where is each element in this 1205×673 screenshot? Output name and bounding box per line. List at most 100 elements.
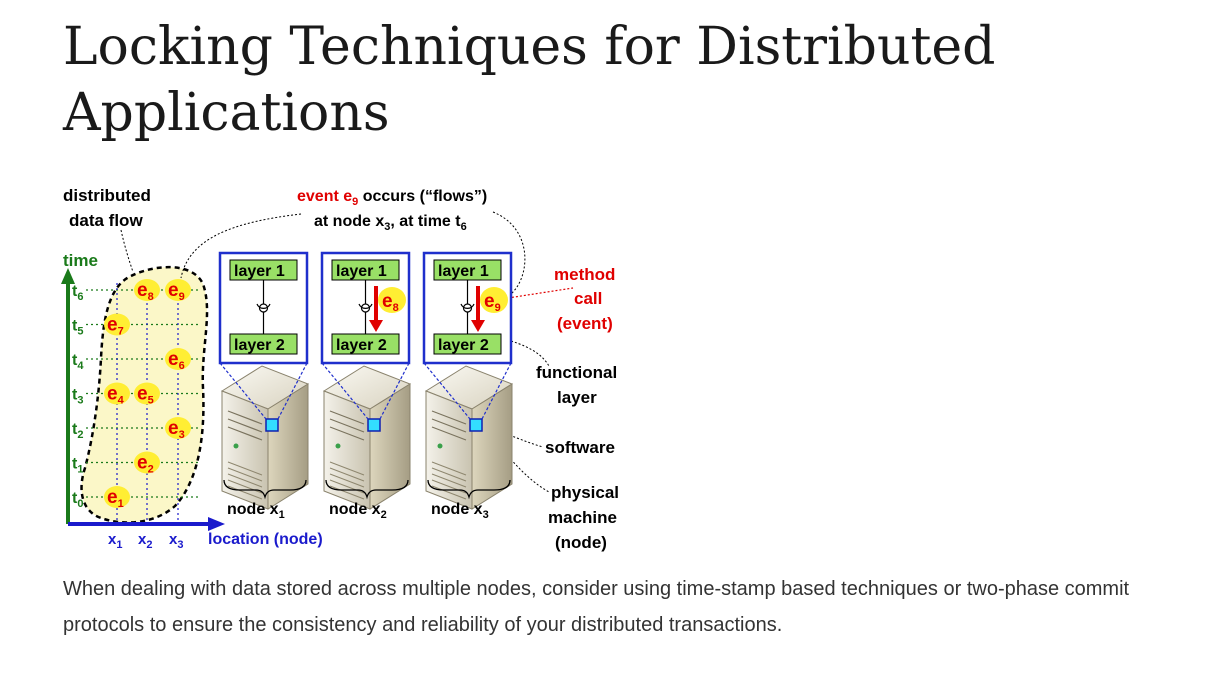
time-tick-label: t5 [72, 318, 83, 338]
drive-bay-line [227, 418, 263, 433]
layer-2-label: layer 2 [336, 337, 387, 354]
event-highlight [165, 348, 191, 370]
layer-1-label: layer 1 [234, 263, 285, 280]
node-event-highlight [480, 287, 508, 313]
node-label: node x3 [431, 501, 489, 521]
zoom-line-left [321, 362, 369, 420]
page-title: Locking Techniques for Distributed Appli… [63, 17, 996, 143]
drive-bay-line [227, 426, 263, 441]
node-brace [325, 479, 409, 500]
distributed-leader [120, 229, 134, 273]
vent-line [329, 467, 365, 482]
method-call-leader [507, 287, 574, 299]
event-location-label: at node x3, at time t6 [314, 213, 467, 233]
zoom-line-left [219, 362, 267, 420]
event-highlight [104, 486, 130, 508]
node-paren-label: (node) [555, 533, 607, 552]
functional-leader [510, 340, 550, 367]
method-call-label: method [554, 265, 615, 284]
location-axis-label: location (node) [208, 531, 323, 548]
time-tick-label: t3 [72, 387, 83, 407]
interface-socket [358, 303, 373, 309]
node-label: node x2 [329, 501, 387, 521]
vent-line [227, 479, 263, 494]
zoom-line-right [481, 362, 512, 420]
event-label: e6 [168, 349, 185, 372]
node-event-label: e9 [484, 291, 501, 314]
time-tick-label: t4 [72, 352, 84, 372]
vent-line [329, 461, 365, 476]
layer-2-label: layer 2 [438, 337, 489, 354]
software-label: software [545, 438, 615, 457]
node-event-label: e8 [382, 291, 399, 314]
vent-line [227, 467, 263, 482]
event-label: e9 [168, 280, 185, 303]
server-side [267, 383, 309, 510]
event-highlight [104, 313, 130, 336]
vent-line [431, 473, 467, 488]
layer-2-label: layer 2 [234, 337, 285, 354]
node-brace [427, 479, 511, 500]
layer-1-label: layer 1 [438, 263, 489, 280]
event-label: e7 [107, 315, 124, 338]
drive-bay-line [329, 426, 365, 441]
layer-label: layer [557, 388, 597, 407]
event-label: e1 [107, 487, 124, 510]
vent-line [431, 479, 467, 494]
event-occurs-leader-left [180, 213, 302, 279]
node-3: layer 1 layer 2 e9 node x3 [422, 251, 514, 521]
node-brace [223, 479, 307, 500]
power-led [437, 443, 443, 449]
location-tick-label: x2 [138, 531, 152, 551]
software-chip [469, 418, 483, 432]
time-axis-label: time [63, 251, 98, 270]
event-call-label: (event) [557, 314, 613, 333]
vent-line [431, 485, 467, 500]
drive-bay-line [431, 426, 467, 441]
functional-label: functional [536, 363, 617, 382]
drive-bay-line [227, 410, 263, 425]
vent-line [227, 473, 263, 488]
event-highlight [165, 417, 191, 439]
event-label: e8 [137, 280, 154, 303]
location-tick-label: x3 [169, 531, 183, 551]
zoom-line-left [423, 362, 471, 420]
event-occurs-leader-right [492, 211, 526, 295]
location-axis-arrow [208, 517, 225, 531]
machine-label: machine [548, 508, 617, 527]
event-occurs-label: event e9 occurs (“flows”) [297, 188, 487, 208]
zoom-line-right [379, 362, 410, 420]
node-2: layer 1 layer 2 e8 node x2 [320, 251, 412, 521]
interface-socket [256, 303, 271, 309]
location-tick-label: x1 [108, 531, 122, 551]
vent-line [329, 485, 365, 500]
event-highlight [134, 451, 160, 474]
drive-bay-line [431, 410, 467, 425]
drive-bay-line [329, 410, 365, 425]
vent-line [431, 467, 467, 482]
vent-line [431, 461, 467, 476]
vent-line [227, 461, 263, 476]
event-label: e3 [168, 418, 185, 441]
body-paragraph: When dealing with data stored across mul… [63, 578, 1130, 636]
time-tick-label: t6 [72, 283, 83, 303]
vent-line [329, 473, 365, 488]
event-label: e2 [137, 453, 154, 476]
event-highlight [134, 279, 160, 301]
vent-line [329, 479, 365, 494]
time-axis-arrow [61, 268, 75, 284]
event-label: e4 [107, 384, 125, 407]
server-side [369, 383, 411, 510]
vent-line [227, 485, 263, 500]
physical-label: physical [551, 483, 619, 502]
call-label: call [574, 289, 602, 308]
interface-socket [460, 303, 475, 309]
method-call-arrowhead [471, 320, 485, 332]
power-led [233, 443, 239, 449]
node-event-highlight [378, 287, 406, 313]
time-tick-label: t1 [72, 456, 83, 476]
layer-1-label: layer 1 [336, 263, 387, 280]
event-highlight [165, 279, 191, 301]
